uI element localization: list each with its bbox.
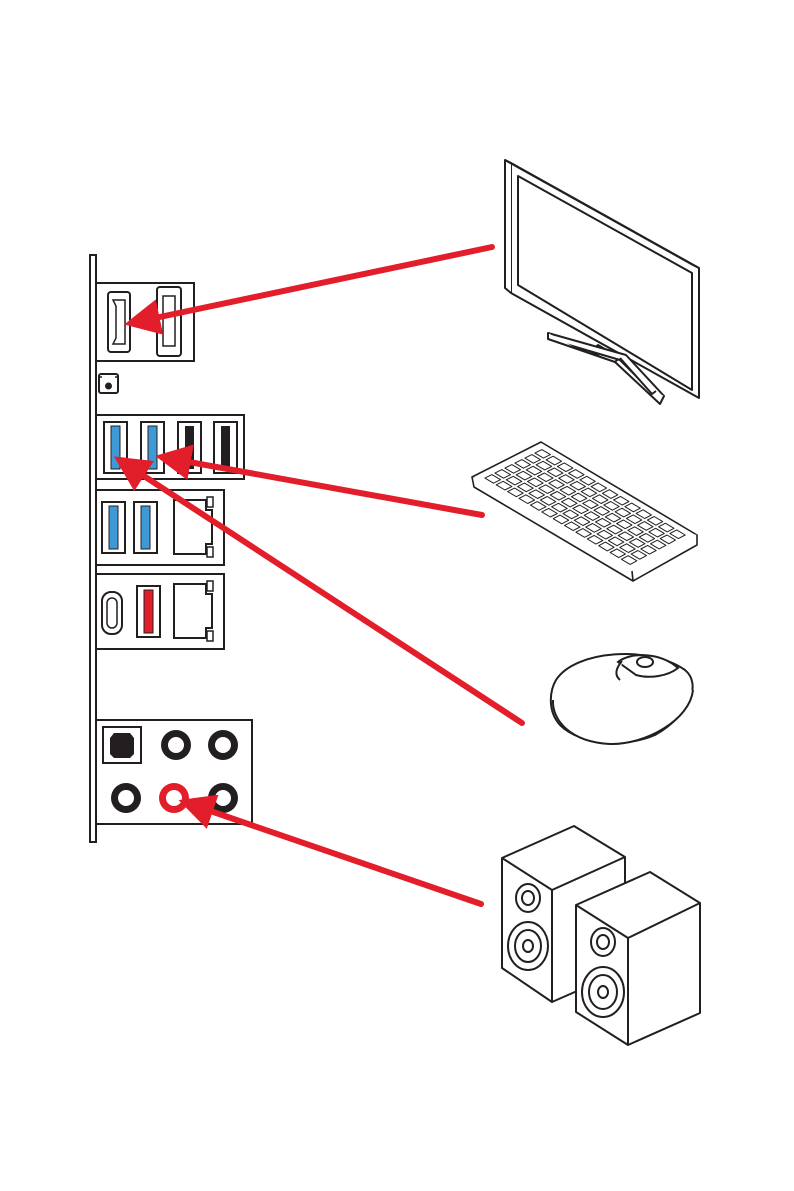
monitor-icon	[505, 160, 699, 404]
usb-blue-4[interactable]	[134, 502, 157, 553]
usb-blue-3[interactable]	[102, 502, 125, 553]
usb-c-port[interactable]	[102, 592, 122, 634]
lan-port-2[interactable]	[174, 581, 213, 641]
audio-jack-4[interactable]	[208, 783, 238, 813]
hdmi-port[interactable]	[108, 292, 130, 352]
audio-jack-3[interactable]	[111, 783, 141, 813]
usb-blue-2[interactable]	[141, 422, 164, 473]
rear-io-panel	[90, 255, 252, 842]
audio-jack-1[interactable]	[161, 730, 191, 760]
audio-jack-line-out[interactable]	[159, 783, 189, 813]
clear-cmos-button[interactable]	[99, 374, 118, 393]
displayport-port[interactable]	[157, 287, 181, 356]
usb-red-port[interactable]	[137, 586, 160, 637]
speakers-icon	[502, 826, 700, 1045]
arrow-speakers-to-audio	[190, 804, 481, 904]
keyboard-icon	[472, 442, 697, 581]
mouse-icon	[551, 654, 693, 744]
audio-jack-2[interactable]	[208, 730, 238, 760]
optical-spdif-port[interactable]	[103, 727, 141, 763]
